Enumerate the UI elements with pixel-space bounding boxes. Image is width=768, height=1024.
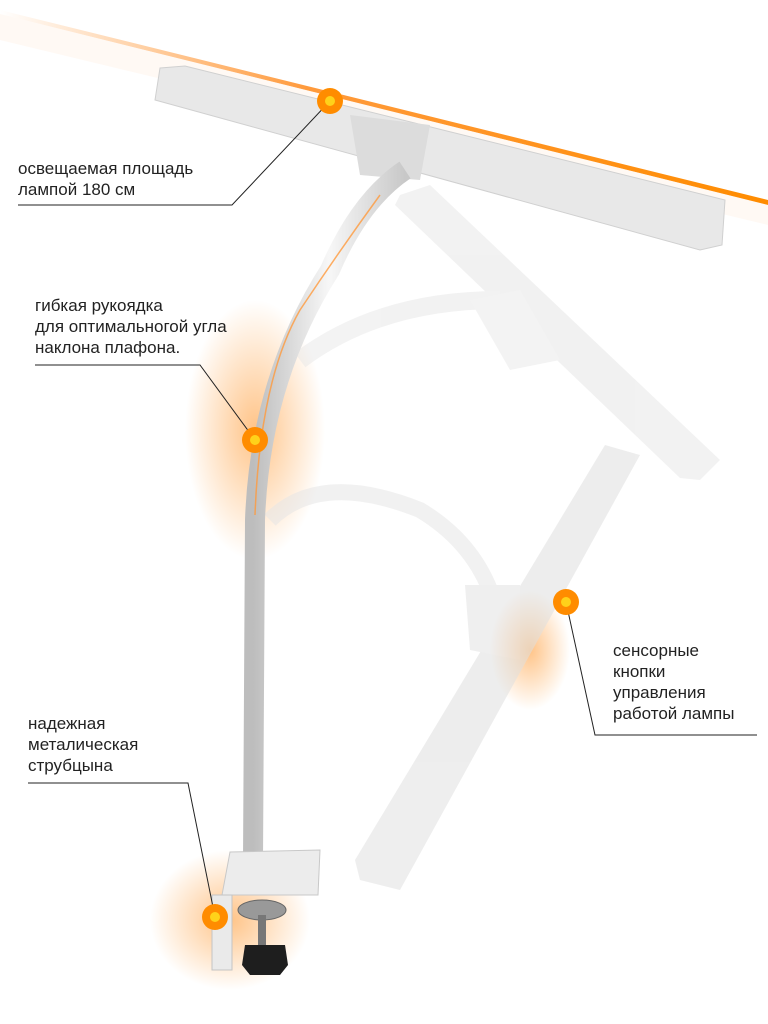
callout-touch-buttons: сенсорные кнопки управления работой ламп…	[613, 640, 734, 724]
callout-line: работой лампы	[613, 704, 735, 723]
callout-clamp: надежная металическая струбцына	[28, 713, 138, 776]
callout-line: надежная	[28, 714, 106, 733]
lamp-arm	[243, 161, 411, 861]
callout-line: струбцына	[28, 756, 113, 775]
callout-line: наклона плафона.	[35, 338, 181, 357]
callout-line: освещаемая площадь	[18, 159, 194, 178]
callout-line: лампой 180 см	[18, 180, 136, 199]
callout-flexible-arm: гибкая рукоядка для оптимальногой угла н…	[35, 295, 227, 358]
callout-line: кнопки	[613, 662, 666, 681]
lamp-head	[154, 65, 726, 251]
callout-line: сенсорные	[613, 641, 700, 660]
callout-line: для оптимальногой угла	[35, 317, 227, 336]
callout-line: гибкая рукоядка	[35, 296, 163, 315]
callout-line: управления	[613, 683, 706, 702]
leader-lines	[18, 100, 757, 918]
light-beam	[0, 10, 768, 205]
hotspot-dots	[202, 88, 579, 930]
callout-line: металическая	[28, 735, 139, 754]
callout-illuminated-area: освещаемая площадь лампой 180 см	[18, 158, 193, 200]
ghost-lamp-position	[264, 445, 640, 890]
ghost-lamp-position	[294, 185, 720, 480]
